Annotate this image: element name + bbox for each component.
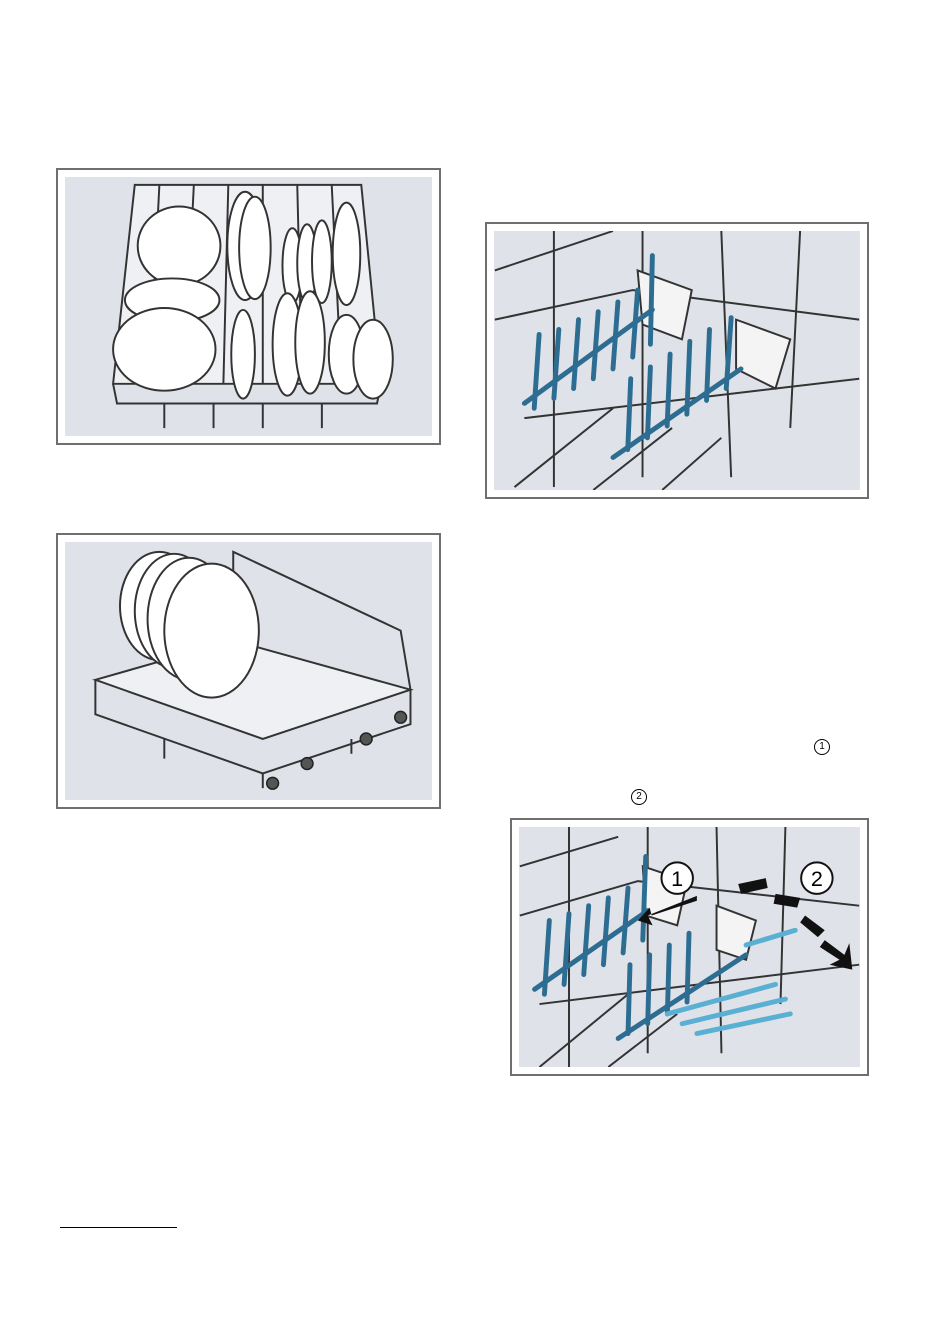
- figure-lower-basket-plates: [56, 533, 441, 809]
- upper-basket-illustration: [65, 177, 432, 436]
- footnote-separator: [60, 1227, 177, 1228]
- callout-2: 2: [811, 866, 823, 891]
- figure-plate-rack-folding: 1 2: [510, 818, 869, 1076]
- figure-plate-rack-upright: [485, 222, 869, 499]
- folding-rack-illustration: 1 2: [519, 827, 860, 1067]
- step-marker-1: 1: [814, 739, 830, 755]
- lower-basket-illustration: [65, 542, 432, 800]
- callout-1: 1: [671, 866, 683, 891]
- plate-rack-illustration: [494, 231, 860, 490]
- step-marker-2: 2: [631, 789, 647, 805]
- figure-upper-basket-loaded: [56, 168, 441, 445]
